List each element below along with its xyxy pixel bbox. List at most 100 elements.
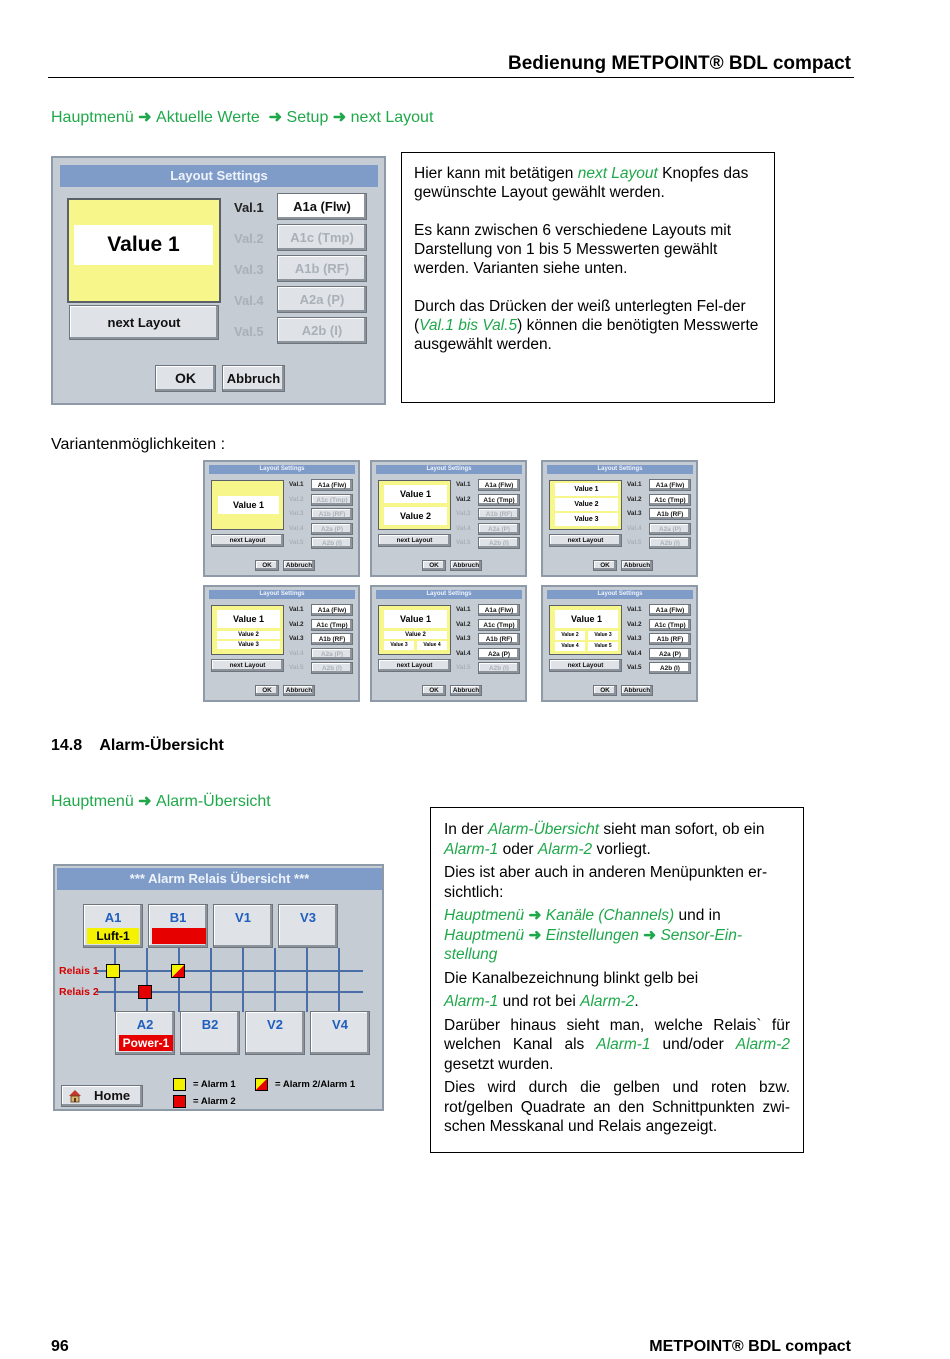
- val-select-button[interactable]: A2b (I): [311, 537, 353, 549]
- channel-b1-button[interactable]: B1: [148, 904, 208, 948]
- cancel-button[interactable]: Abbruch: [450, 685, 482, 696]
- crumb-item: Hauptmenü: [51, 793, 134, 810]
- channel-b2-button[interactable]: B2: [180, 1011, 240, 1055]
- channel-v1-button[interactable]: V1: [213, 904, 273, 948]
- ok-button[interactable]: OK: [422, 560, 446, 571]
- val-select-button[interactable]: A1a (Flw): [478, 604, 520, 616]
- val-select-button[interactable]: A2a (P): [649, 647, 691, 660]
- channel-v3-button[interactable]: V3: [278, 904, 338, 948]
- relais-1-label: Relais 1: [59, 965, 99, 977]
- channel-label: V4: [332, 1017, 348, 1032]
- crumb-item: next Layout: [350, 109, 434, 126]
- channel-label: B2: [201, 1017, 219, 1032]
- ok-button[interactable]: OK: [593, 560, 617, 571]
- ok-button[interactable]: OK: [155, 365, 216, 392]
- next-layout-button[interactable]: next Layout: [69, 305, 219, 340]
- val-select-button[interactable]: A2b (I): [478, 537, 520, 549]
- value-display[interactable]: Value 1: [67, 198, 221, 303]
- val-select-button[interactable]: A2b (I): [478, 662, 520, 674]
- channel-v2-button[interactable]: V2: [245, 1011, 305, 1055]
- cancel-button[interactable]: Abbruch: [450, 560, 482, 571]
- val-label: Val.1: [627, 481, 642, 488]
- val-select-button[interactable]: A1c (Tmp): [649, 618, 691, 631]
- arrow-right-icon: ➜: [264, 109, 287, 126]
- val-select-button[interactable]: A2a (P): [649, 522, 691, 535]
- cancel-button[interactable]: Abbruch: [621, 560, 653, 571]
- val-select-button[interactable]: A2a (P): [311, 522, 353, 535]
- val-label: Val.2: [289, 620, 304, 628]
- variants-label: Variantenmöglichkeiten :: [51, 436, 226, 453]
- val-label: Val.5: [289, 664, 304, 671]
- val-select-button[interactable]: A2b (I): [649, 537, 691, 549]
- val-5-select-button[interactable]: A2b (I): [277, 317, 367, 344]
- relais-2-label: Relais 2: [59, 986, 99, 998]
- value-display: Value 1: [211, 480, 284, 530]
- val-select-button[interactable]: A1a (Flw): [478, 479, 520, 491]
- val-select-button[interactable]: A1b (RF): [478, 508, 520, 520]
- arrow-right-icon: ➜: [528, 926, 542, 944]
- val-select-button[interactable]: A1c (Tmp): [478, 618, 520, 631]
- val-select-button[interactable]: A1c (Tmp): [311, 493, 353, 506]
- channel-a2-button[interactable]: A2 Power-1: [115, 1011, 175, 1055]
- val-4-select-button[interactable]: A2a (P): [277, 286, 367, 313]
- next-layout-button[interactable]: next Layout: [378, 534, 451, 547]
- val-select-button[interactable]: A1b (RF): [311, 633, 353, 645]
- val-2-select-button[interactable]: A1c (Tmp): [277, 224, 367, 251]
- val-select-button[interactable]: A2b (I): [649, 662, 691, 674]
- val-3-select-button[interactable]: A1b (RF): [277, 255, 367, 282]
- ok-button[interactable]: OK: [422, 685, 446, 696]
- ok-button[interactable]: OK: [255, 685, 279, 696]
- home-button[interactable]: Home: [61, 1085, 143, 1107]
- val-select-button[interactable]: A1a (Flw): [649, 604, 691, 616]
- val-label: Val.5: [456, 539, 471, 546]
- val-label: Val.4: [456, 524, 471, 532]
- val-select-button[interactable]: A1c (Tmp): [478, 493, 520, 506]
- val-select-button[interactable]: A1b (RF): [478, 633, 520, 645]
- val-select-button[interactable]: A1a (Flw): [311, 604, 353, 616]
- relais-2-line: [97, 991, 363, 993]
- val-label: Val.3: [627, 510, 642, 517]
- val-label: Val.2: [627, 620, 642, 628]
- val-label: Val.1: [456, 481, 471, 488]
- cancel-button[interactable]: Abbruch: [283, 685, 315, 696]
- value-text: Value 2: [555, 498, 618, 511]
- val-select-button[interactable]: A1b (RF): [311, 508, 353, 520]
- val-1-select-button[interactable]: A1a (Flw): [277, 193, 367, 220]
- ok-button[interactable]: OK: [255, 560, 279, 571]
- cancel-button[interactable]: Abbruch: [222, 365, 285, 392]
- info-paragraph: Dies ist aber auch in anderen Menüpunkte…: [444, 864, 768, 901]
- channel-label: V1: [235, 910, 251, 925]
- next-layout-button[interactable]: next Layout: [211, 534, 284, 547]
- screen-title: Layout Settings: [547, 590, 693, 599]
- channel-v4-button[interactable]: V4: [310, 1011, 370, 1055]
- next-layout-button[interactable]: next Layout: [378, 659, 451, 672]
- next-layout-button[interactable]: next Layout: [549, 534, 622, 547]
- val-select-button[interactable]: A1a (Flw): [649, 479, 691, 491]
- val-label: Val.3: [289, 510, 304, 517]
- next-layout-button[interactable]: next Layout: [211, 659, 284, 672]
- val-select-button[interactable]: A2a (P): [478, 522, 520, 535]
- val-select-button[interactable]: A1c (Tmp): [311, 618, 353, 631]
- channel-label: A1: [104, 910, 122, 925]
- ok-button[interactable]: OK: [593, 685, 617, 696]
- val-select-button[interactable]: A1b (RF): [649, 508, 691, 520]
- legend-alarm-21-swatch: [255, 1078, 268, 1091]
- channel-a1-button[interactable]: A1 Luft-1: [83, 904, 143, 948]
- grid-line: [178, 948, 180, 1012]
- next-layout-button[interactable]: next Layout: [549, 659, 622, 672]
- val-select-button[interactable]: A2b (I): [311, 662, 353, 674]
- val-select-button[interactable]: A2a (P): [311, 647, 353, 660]
- cancel-button[interactable]: Abbruch: [283, 560, 315, 571]
- val-select-button[interactable]: A1a (Flw): [311, 479, 353, 491]
- val-select-button[interactable]: A2a (P): [478, 647, 520, 660]
- info-box-alarm: In der Alarm-Übersicht sieht man sofort,…: [430, 807, 804, 1153]
- val-select-button[interactable]: A1c (Tmp): [649, 493, 691, 506]
- channel-label: A2: [136, 1017, 154, 1032]
- val-select-button[interactable]: A1b (RF): [649, 633, 691, 645]
- value-text: Value 1: [218, 496, 279, 514]
- breadcrumb: Hauptmenü ➜ Aktuelle Werte ➜ Setup ➜ nex…: [51, 107, 433, 127]
- cancel-button[interactable]: Abbruch: [621, 685, 653, 696]
- arrow-right-icon: ➜: [138, 793, 157, 810]
- arrow-right-icon: ➜: [643, 926, 657, 944]
- alarm-2-marker: [138, 985, 152, 999]
